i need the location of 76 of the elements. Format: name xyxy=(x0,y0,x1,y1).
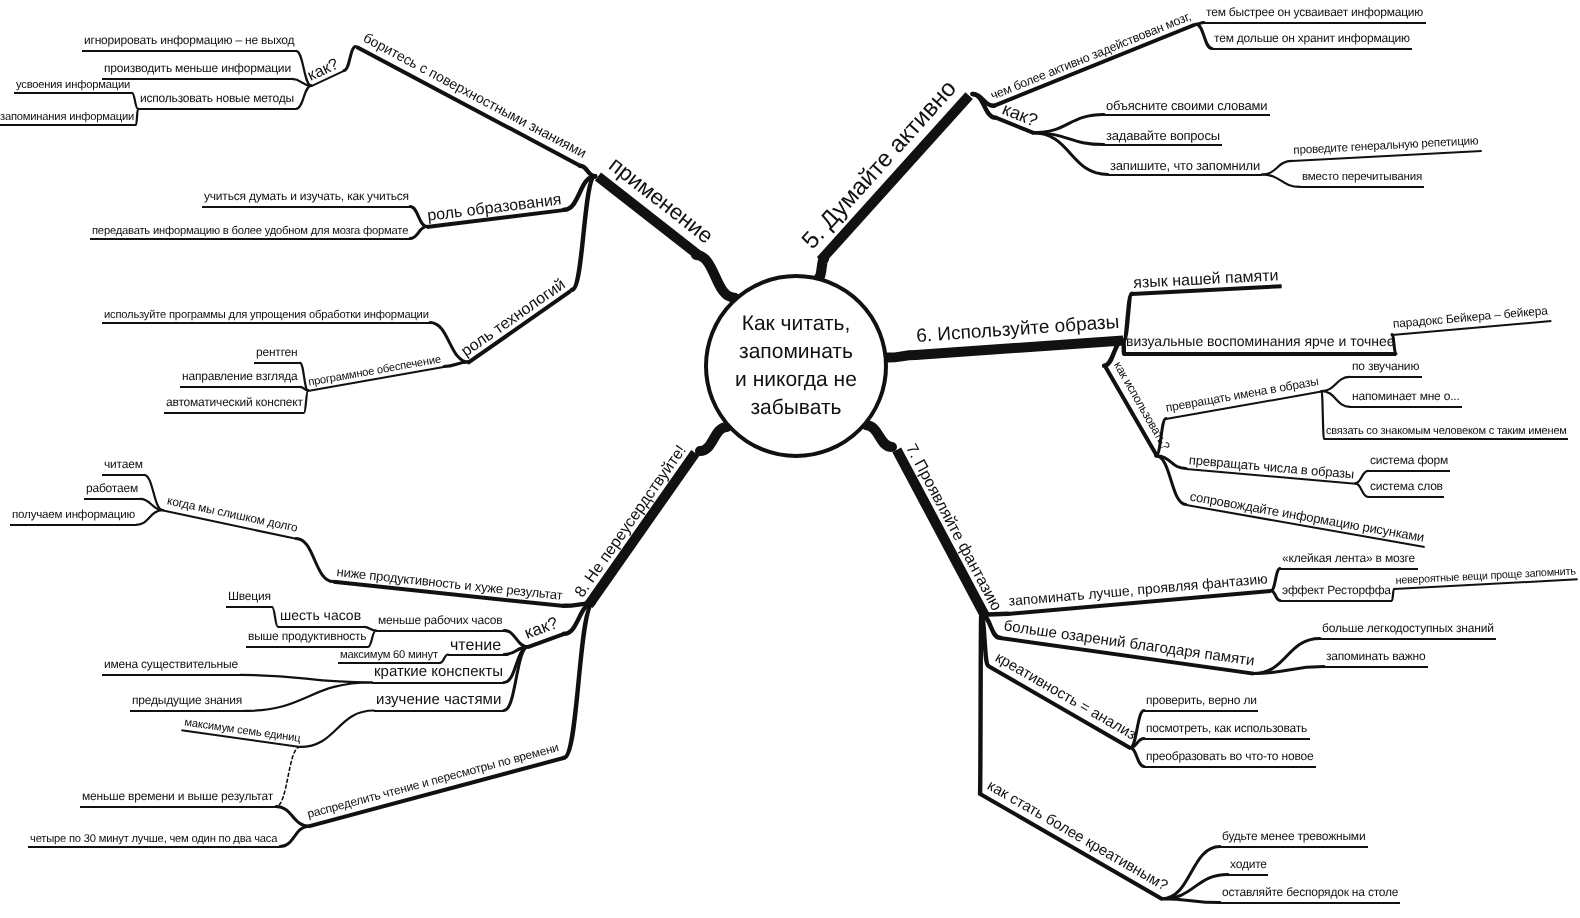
branch-line xyxy=(561,601,596,760)
branch-line xyxy=(1354,482,1370,498)
branch-line xyxy=(1128,737,1146,750)
branch-line xyxy=(1128,709,1146,750)
branch-label: чтение xyxy=(448,636,504,657)
branch-line xyxy=(366,629,378,648)
branch-line xyxy=(1390,587,1396,602)
branch-line xyxy=(134,107,140,126)
branch-line xyxy=(1390,333,1398,356)
branch-line xyxy=(1260,173,1302,188)
branch-line xyxy=(502,645,530,712)
branch-line xyxy=(691,250,740,303)
branch-line xyxy=(290,77,313,87)
branch-line xyxy=(1121,338,1127,356)
branch-label: как? xyxy=(996,97,1043,136)
branch-line xyxy=(882,350,921,363)
branch-line xyxy=(302,389,310,414)
branch-line xyxy=(577,163,598,179)
branch-line xyxy=(502,645,530,684)
branch-line xyxy=(1260,159,1294,176)
branch-line xyxy=(1354,469,1370,485)
branch-line xyxy=(1121,291,1135,343)
branch-line xyxy=(238,673,374,684)
branch-line xyxy=(1194,22,1214,50)
branch-line xyxy=(294,49,313,87)
branch-line xyxy=(130,91,140,110)
branch-line xyxy=(1194,21,1206,26)
branch-line xyxy=(298,385,310,392)
branch-line xyxy=(979,612,1003,640)
branch-line xyxy=(1031,131,1106,146)
branch-line xyxy=(970,91,999,120)
branch-line xyxy=(294,537,335,584)
branch-line xyxy=(342,45,358,72)
branch-label: как? xyxy=(302,53,345,88)
branch-line xyxy=(362,625,378,632)
branch-line xyxy=(138,497,165,512)
branch-label: 6. Используйте образы xyxy=(913,313,1123,360)
branch-line xyxy=(408,225,429,240)
branch-line xyxy=(1320,375,1352,393)
branch-line xyxy=(438,653,450,664)
branch-line xyxy=(142,473,165,512)
branch-line xyxy=(442,360,471,368)
central-topic-circle: Как читать, запоминать и никогда не забывать xyxy=(704,274,888,458)
branch-line xyxy=(569,174,598,292)
branch-label: роль образования xyxy=(424,190,565,230)
branch-line xyxy=(1101,338,1126,368)
branch-line xyxy=(1154,454,1188,470)
branch-line xyxy=(695,422,733,456)
branch-line xyxy=(134,509,165,526)
branch-line xyxy=(977,612,984,796)
branch-line xyxy=(428,321,471,364)
branch-line xyxy=(1320,389,1352,408)
branch-line xyxy=(502,645,530,656)
branch-line xyxy=(561,174,598,212)
branch-line xyxy=(502,629,530,649)
dotted-line xyxy=(275,746,301,808)
branch-line xyxy=(298,709,376,748)
branch-line xyxy=(1252,665,1326,675)
branch-label: язык нашей памяти xyxy=(1130,266,1282,297)
branch-line xyxy=(814,254,829,282)
branch-line xyxy=(1031,131,1110,176)
branch-line xyxy=(1128,746,1146,768)
branch-line xyxy=(298,361,310,392)
branch-line xyxy=(1320,389,1326,440)
branch-line xyxy=(1160,897,1222,904)
branch-line xyxy=(861,420,897,452)
branch-line xyxy=(278,824,311,848)
branch-line xyxy=(408,205,429,229)
branch-line xyxy=(1269,589,1282,602)
branch-line xyxy=(274,805,311,828)
branch-line xyxy=(294,84,313,110)
branch-line xyxy=(1269,567,1282,593)
branch-label: как? xyxy=(520,613,565,649)
branch-line xyxy=(242,681,374,712)
branch-line xyxy=(1154,454,1188,506)
branch-line xyxy=(270,605,280,628)
